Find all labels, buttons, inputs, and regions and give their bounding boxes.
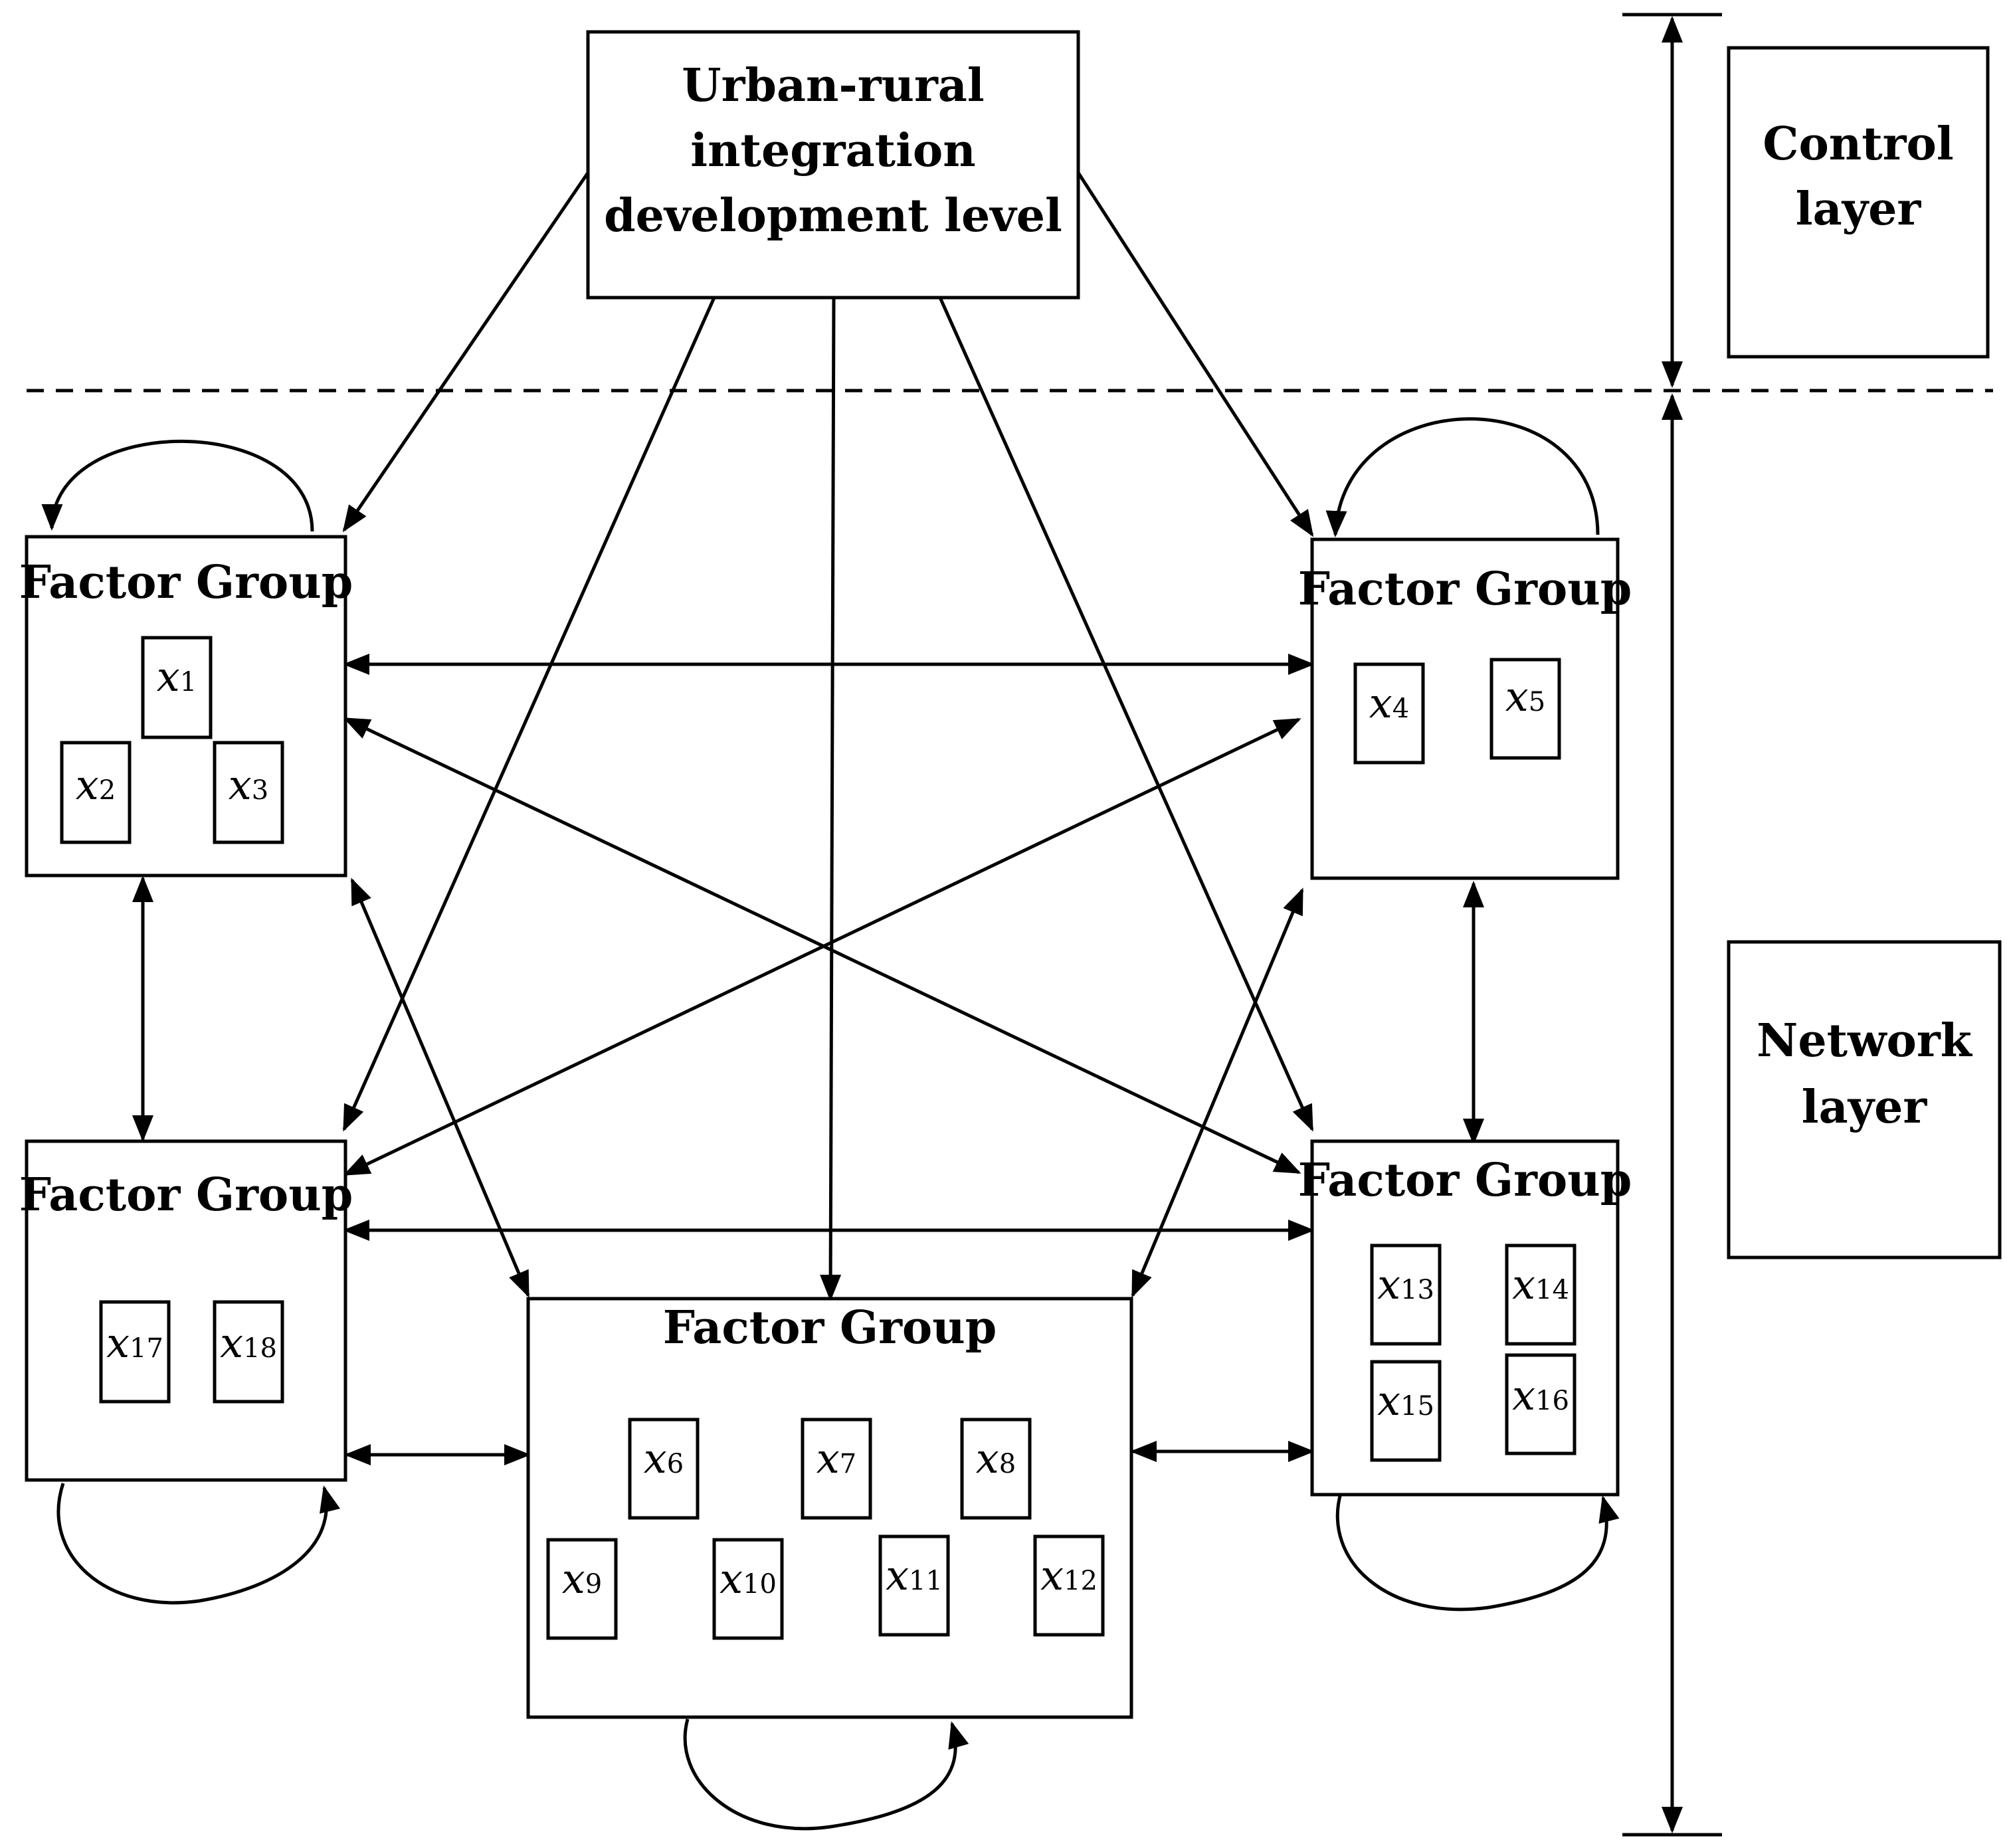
factor-group-4: Factor Group x6 x7 x8 x9 x10 x11 x12 (526, 1297, 1133, 1719)
factor-group-1-title: Factor Group (19, 556, 353, 609)
svg-text:x2: x2 (76, 761, 116, 809)
self-loops (41, 417, 1620, 1831)
variable-x15: x15 (1370, 1360, 1442, 1462)
svg-text:x3: x3 (229, 761, 268, 809)
goal-line-1: Urban-rural (682, 59, 984, 112)
variable-x6: x6 (628, 1418, 700, 1520)
layer-bracket (1622, 13, 1722, 1837)
svg-text:x8: x8 (976, 1434, 1016, 1483)
variable-x3: x3 (213, 741, 284, 844)
variable-x9: x9 (546, 1538, 618, 1640)
factor-group-1: Factor Group x1 x2 x3 (19, 535, 353, 878)
svg-text:x14: x14 (1512, 1260, 1569, 1309)
factor-group-4-title: Factor Group (663, 1301, 997, 1354)
svg-text:x17: x17 (106, 1319, 163, 1367)
goal-box: Urban-rural integration development leve… (586, 30, 1080, 300)
factor-group-3-title: Factor Group (1298, 1154, 1632, 1207)
variable-x17: x17 (99, 1300, 171, 1404)
variable-x5: x5 (1489, 658, 1561, 760)
svg-text:x15: x15 (1377, 1376, 1434, 1425)
factor-group-2-title: Factor Group (1298, 563, 1632, 616)
factor-group-3: Factor Group x13 x14 x15 x16 (1298, 1139, 1632, 1497)
svg-text:x13: x13 (1377, 1260, 1434, 1309)
variable-x13: x13 (1370, 1244, 1442, 1346)
group-arrows (132, 654, 1484, 1465)
svg-text:x16: x16 (1512, 1371, 1569, 1420)
control-layer-line-2: layer (1796, 183, 1922, 236)
svg-text:x4: x4 (1369, 679, 1409, 727)
factor-group-5: Factor Group x17 x18 (19, 1139, 353, 1482)
variable-x18: x18 (213, 1300, 284, 1404)
network-layer-line-1: Network (1757, 1014, 1973, 1067)
svg-text:x1: x1 (157, 652, 197, 701)
variable-x4: x4 (1353, 662, 1425, 765)
factor-group-5-title: Factor Group (19, 1168, 353, 1222)
svg-text:x10: x10 (719, 1554, 777, 1603)
variable-x2: x2 (60, 741, 132, 844)
network-layer-line-2: layer (1802, 1081, 1928, 1134)
svg-text:x18: x18 (220, 1319, 277, 1367)
control-layer-label: Control layer (1727, 46, 1990, 359)
network-layer-label: Network layer (1727, 940, 2002, 1259)
svg-text:x6: x6 (644, 1434, 684, 1483)
goal-arrows (342, 171, 1314, 1301)
svg-text:x5: x5 (1505, 672, 1545, 721)
goal-line-3: development level (604, 189, 1062, 242)
svg-text:x12: x12 (1040, 1551, 1098, 1600)
variable-x10: x10 (712, 1538, 784, 1640)
variable-x16: x16 (1505, 1353, 1577, 1455)
variable-x11: x11 (878, 1534, 950, 1637)
variable-x1: x1 (141, 636, 213, 739)
variable-x12: x12 (1033, 1534, 1105, 1637)
variable-x14: x14 (1505, 1244, 1577, 1346)
variable-x8: x8 (960, 1418, 1032, 1520)
goal-line-2: integration (690, 124, 975, 177)
control-layer-line-1: Control (1763, 118, 1953, 171)
svg-text:x9: x9 (562, 1554, 602, 1603)
variable-x7: x7 (801, 1418, 872, 1520)
svg-text:x7: x7 (816, 1434, 856, 1483)
svg-text:x11: x11 (886, 1551, 943, 1600)
factor-group-2: Factor Group x4 x5 (1298, 537, 1632, 880)
